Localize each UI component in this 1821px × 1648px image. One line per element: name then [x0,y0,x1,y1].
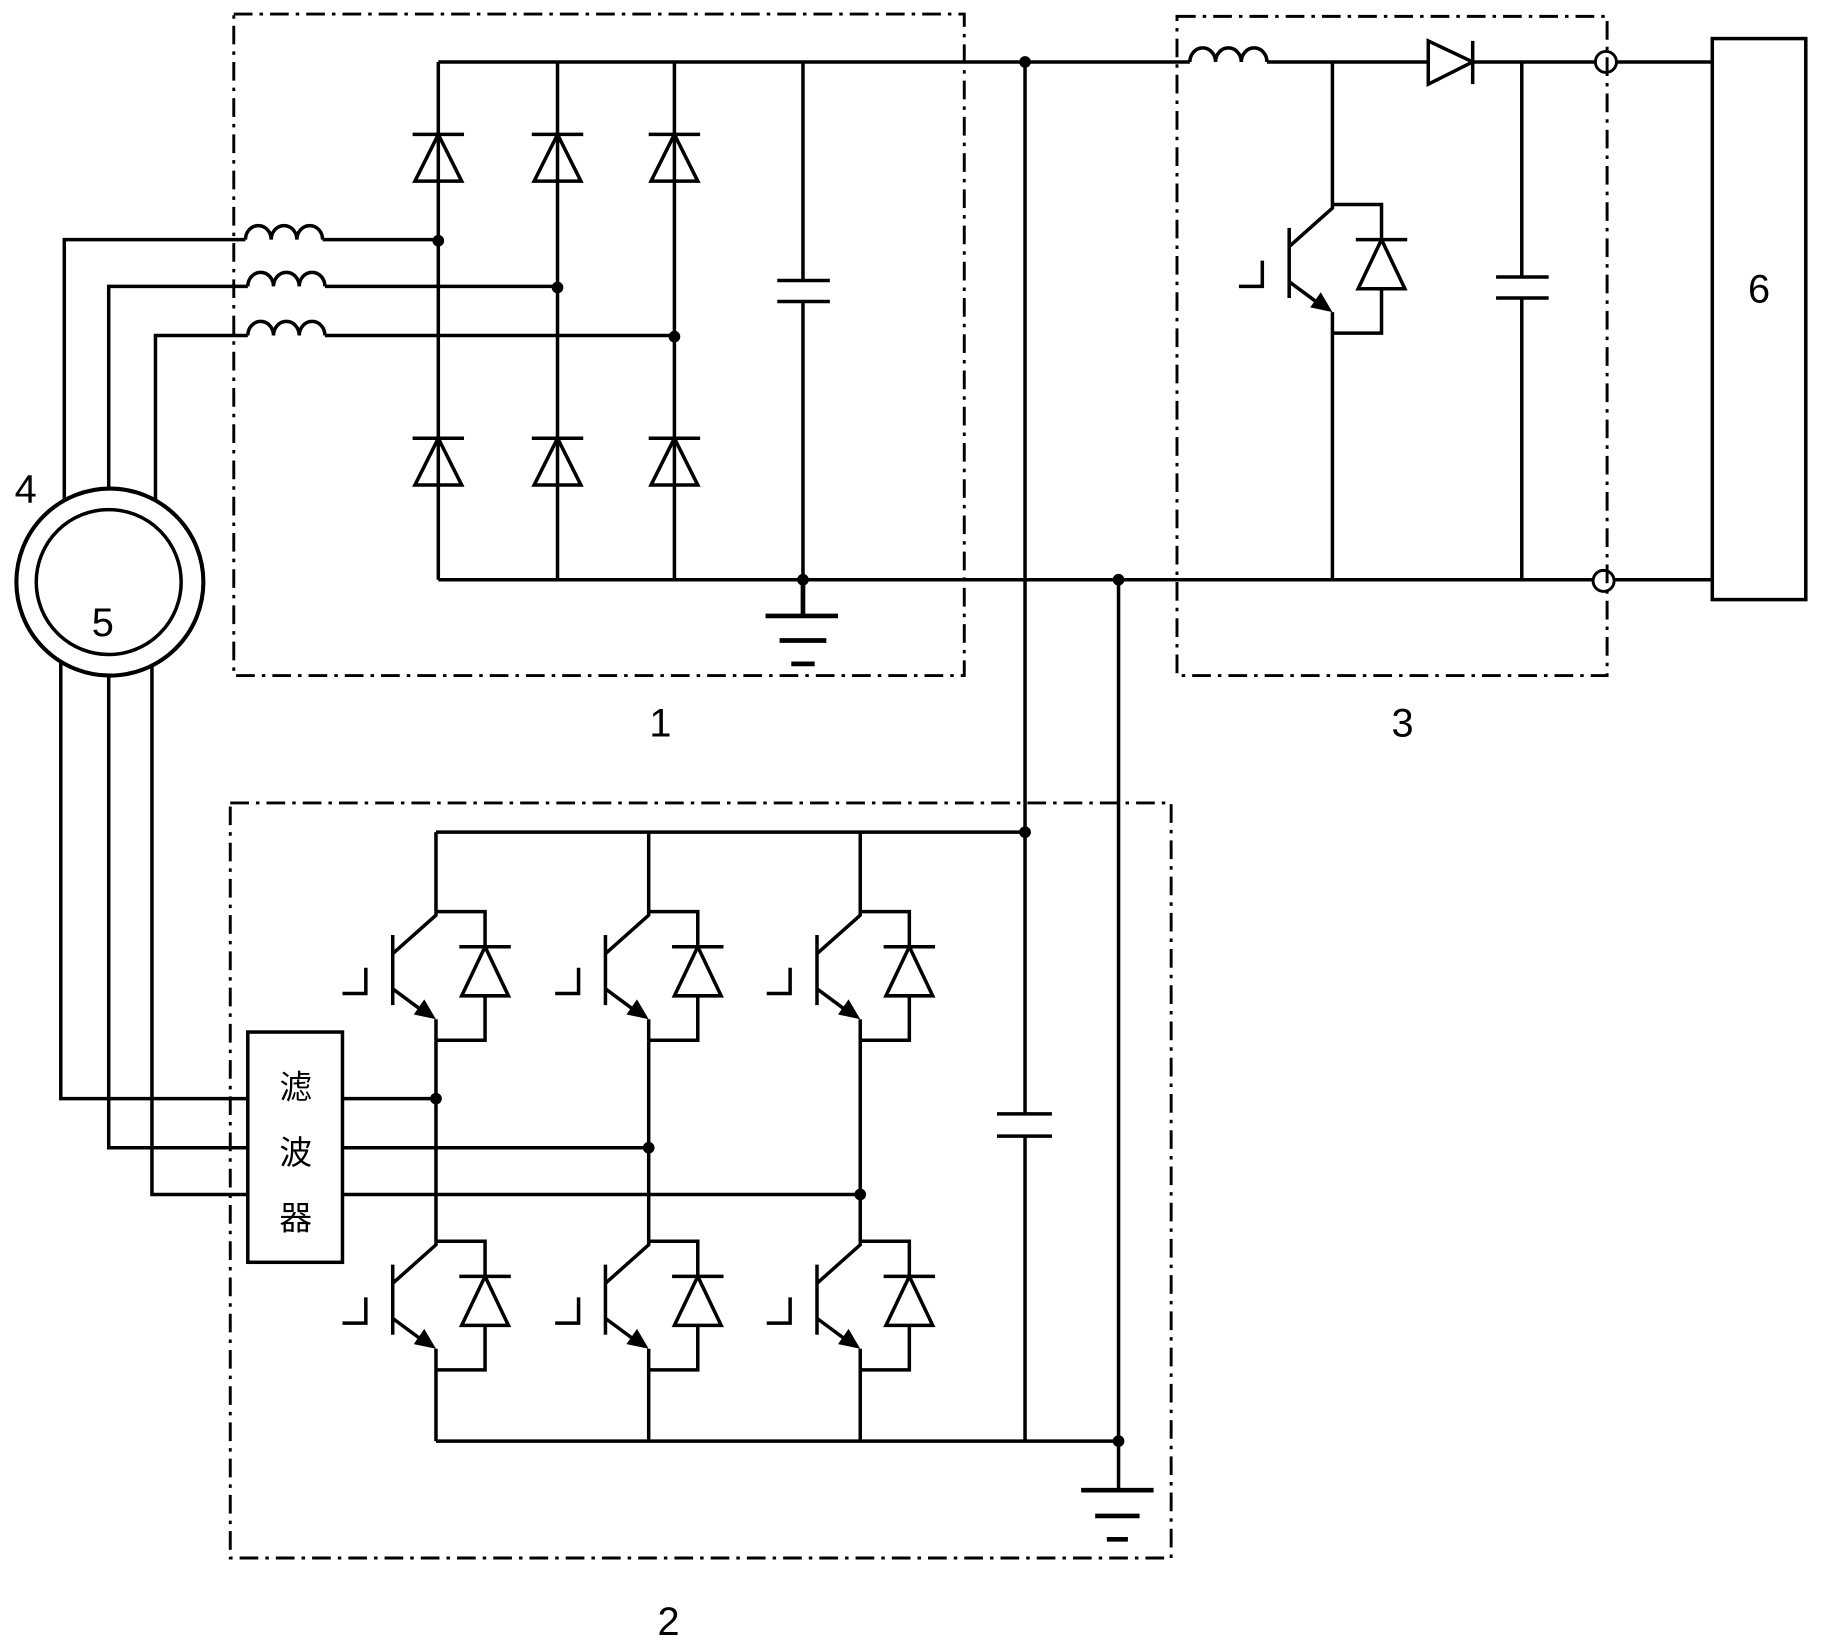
label-block-3: 3 [1392,701,1414,745]
junction-dot [432,235,444,247]
filter-label-char-1: 滤 [279,1069,312,1107]
wire-phase-a-bottom [61,662,248,1099]
diode-boost [1428,41,1472,84]
label-load-6: 6 [1748,268,1770,312]
igbt-lower-b [555,1241,723,1370]
wire-phase-b-top [109,286,248,488]
igbt-transistor [1239,205,1333,334]
label-generator-5: 5 [92,601,114,645]
capacitor-rectifier [777,62,830,580]
emitter-arrow [1310,292,1332,312]
junction-dot [1113,1435,1125,1447]
capacitor-boost [1496,62,1549,580]
junction-dot [1113,574,1125,586]
igbt-boost [1239,205,1407,334]
filter-label-char-2: 波 [279,1134,312,1172]
emitter-arrow [626,999,648,1019]
ground-symbol-rectifier [766,580,838,664]
emitter-arrow [626,1329,648,1349]
junction-dot [797,574,809,586]
emitter-arrow [838,999,860,1019]
junction-dot [643,1142,655,1154]
igbt-transistor [342,1241,436,1370]
freewheel-diode [649,912,724,1041]
load-block [1712,39,1806,600]
inductor-boost [1190,48,1267,62]
freewheel-diode [436,912,511,1041]
junction-dot [854,1189,866,1201]
inverter-block-border [230,803,1171,1558]
igbt-transistor [555,1241,649,1370]
generator-outer-circle [16,489,203,676]
emitter-arrow [414,1329,436,1349]
terminal-negative [1593,570,1614,591]
igbt-transistor [767,912,861,1041]
label-block-2: 2 [658,1600,680,1644]
igbt-upper-a [342,912,510,1041]
inductor-phase-c [248,321,325,335]
capacitor-inverter [997,1114,1052,1441]
junction-dot [552,282,564,294]
junction-dot [1019,56,1031,68]
inductor-phase-a [245,226,322,240]
junction-dot [1019,826,1031,838]
freewheel-diode [860,912,935,1041]
igbt-transistor [555,912,649,1041]
emitter-arrow [838,1329,860,1349]
emitter-arrow [414,999,436,1019]
igbt-lower-a [342,1241,510,1370]
junction-dot [430,1093,442,1105]
igbt-transistor [342,912,436,1041]
wire-phase-c-bottom [152,665,248,1194]
wire-phase-b-bottom [109,676,248,1148]
igbt-upper-b [555,912,723,1041]
igbt-upper-c [767,912,935,1041]
igbt-lower-c [767,1241,935,1370]
label-generator-4: 4 [15,468,37,512]
filter-label-char-3: 器 [279,1200,312,1238]
ground-symbol-inverter [1081,1490,1153,1539]
freewheel-diode [436,1241,511,1370]
freewheel-diode [860,1241,935,1370]
freewheel-diode [1332,205,1407,334]
inductor-phase-b [248,272,325,286]
junction-dot [669,331,681,343]
igbt-transistor [767,1241,861,1370]
freewheel-diode [649,1241,724,1370]
rectifier-block-border [234,14,964,676]
boost-converter-block-border [1177,16,1607,675]
label-block-1: 1 [649,701,671,745]
